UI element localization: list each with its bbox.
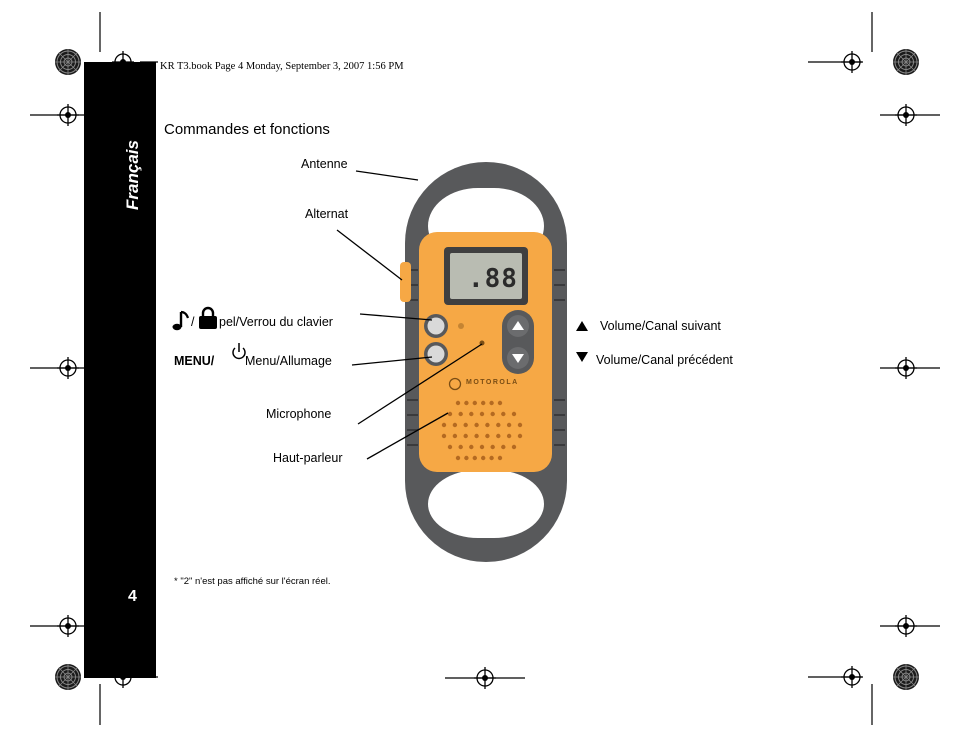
- triangle-down-icon: [576, 352, 588, 362]
- speaker-hole: [455, 455, 461, 461]
- speaker-hole: [458, 411, 463, 417]
- speaker-hole: [441, 422, 447, 428]
- label-menu-allumage: Menu/Allumage: [245, 354, 332, 368]
- speaker-hole: [489, 400, 494, 406]
- speaker-hole: [469, 444, 474, 450]
- label-microphone: Microphone: [266, 407, 332, 421]
- speaker-hole: [489, 455, 494, 461]
- speaker-hole: [472, 400, 477, 406]
- speaker-hole: [463, 433, 468, 439]
- speaker-hole: [464, 455, 469, 461]
- walkie-talkie-illustration: [400, 162, 567, 562]
- speaker-hole: [517, 433, 523, 439]
- language-sidebar: [84, 62, 156, 678]
- speaker-hole: [464, 400, 469, 406]
- speaker-hole: [511, 444, 517, 450]
- speaker-hole: [469, 411, 474, 417]
- speaker-hole: [490, 444, 495, 450]
- speaker-hole: [506, 422, 512, 428]
- speaker-hole: [463, 422, 468, 428]
- speaker-hole: [501, 444, 506, 450]
- speaker-hole: [501, 411, 506, 417]
- speaker-hole: [497, 455, 503, 461]
- speaker-hole: [496, 433, 501, 439]
- speaker-hole: [479, 411, 485, 417]
- label-volume-suivant: Volume/Canal suivant: [600, 319, 721, 333]
- speaker-hole: [481, 400, 486, 406]
- speaker-hole: [452, 433, 458, 439]
- speaker-hole: [481, 455, 486, 461]
- page-number: 4: [128, 588, 137, 605]
- brand-label: MOTOROLA: [466, 379, 519, 386]
- speaker-hole: [485, 422, 490, 428]
- speaker-hole: [497, 400, 503, 406]
- speaker-hole: [517, 422, 523, 428]
- lcd-display-value: .88: [468, 264, 518, 294]
- page-title: Commandes et fonctions: [164, 121, 330, 138]
- label-volume-precedent: Volume/Canal précédent: [596, 353, 733, 367]
- sidebar-language-label: Français: [123, 140, 142, 210]
- speaker-hole: [485, 433, 490, 439]
- speaker-hole: [458, 444, 463, 450]
- speaker-hole: [490, 411, 495, 417]
- footnote: * "2" n'est pas affiché sur l'écran réel…: [174, 576, 331, 587]
- leader-lines: [336, 170, 483, 460]
- speaker-hole: [455, 400, 461, 406]
- speaker-hole: [496, 422, 501, 428]
- speaker-hole: [447, 411, 453, 417]
- speaker-hole: [472, 455, 477, 461]
- speaker-hole: [452, 422, 458, 428]
- label-appel-separator: /: [191, 315, 195, 329]
- label-alternat: Alternat: [305, 207, 349, 221]
- speaker-hole: [479, 444, 485, 450]
- triangle-up-icon: [576, 321, 588, 331]
- lock-icon: [199, 306, 217, 329]
- speaker-grille: [441, 400, 523, 461]
- label-appel-verrou: pel/Verrou du clavier: [219, 315, 333, 329]
- speaker-hole: [506, 433, 512, 439]
- speaker-hole: [441, 433, 447, 439]
- speaker-hole: [511, 411, 517, 417]
- speaker-hole: [447, 444, 453, 450]
- speaker-hole: [474, 433, 479, 439]
- label-haut-parleur: Haut-parleur: [273, 451, 343, 465]
- book-header-info: KR T3.book Page 4 Monday, September 3, 2…: [160, 61, 404, 72]
- label-antenne: Antenne: [301, 157, 348, 171]
- speaker-hole: [474, 422, 479, 428]
- label-menu-key: MENU/: [174, 354, 215, 368]
- power-icon: [232, 343, 246, 360]
- note-icon: [172, 310, 190, 331]
